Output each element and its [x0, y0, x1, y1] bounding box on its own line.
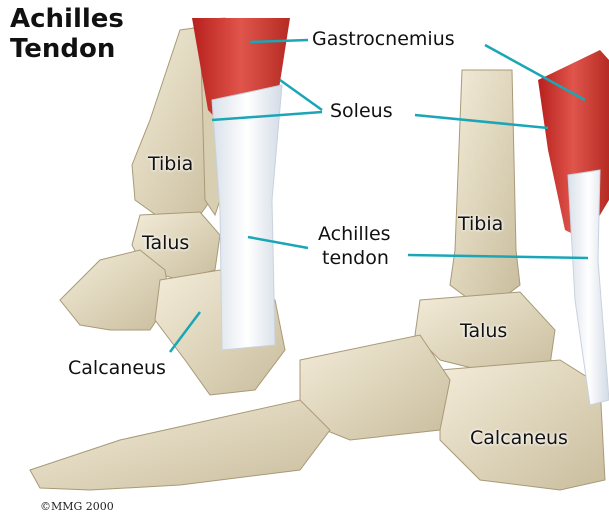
label-achilles-tendon: Achilles tendon: [318, 222, 391, 270]
label-calcaneus-left: Calcaneus: [68, 357, 166, 379]
achilles-leader-right: [408, 255, 588, 258]
label-talus-left: Talus: [142, 232, 189, 254]
label-tibia-left: Tibia: [148, 153, 193, 175]
posterior-view: [60, 18, 290, 395]
achilles-label-line-1: Achilles: [318, 222, 391, 246]
soleus-leader-upper: [280, 80, 322, 110]
left-achilles-tendon: [212, 85, 282, 350]
achilles-label-line-2: tendon: [318, 246, 391, 270]
label-tibia-right: Tibia: [458, 213, 503, 235]
label-gastrocnemius: Gastrocnemius: [312, 28, 455, 50]
label-soleus: Soleus: [330, 100, 393, 122]
title-line-1: Achilles: [10, 4, 124, 34]
diagram-title: Achilles Tendon: [10, 4, 124, 64]
label-calcaneus-right: Calcaneus: [470, 427, 568, 449]
left-forefoot-bones: [60, 250, 170, 330]
right-calcaneus-bone: [440, 360, 605, 490]
title-line-2: Tendon: [10, 34, 124, 64]
label-talus-right: Talus: [460, 320, 507, 342]
right-tibia-bone: [450, 70, 520, 300]
copyright-text: ©MMG 2000: [40, 500, 114, 513]
right-forefoot-bones: [30, 400, 330, 490]
